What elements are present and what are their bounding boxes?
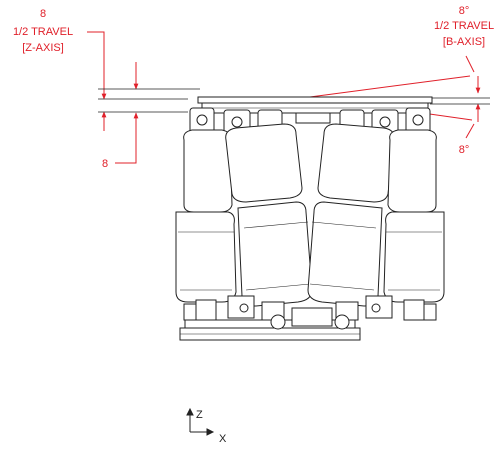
b-travel-labels: 8° 1/2 TRAVEL [B-AXIS] 8° — [434, 5, 494, 156]
strut-right-outer — [383, 129, 445, 321]
axis-indicator — [186, 407, 215, 436]
z-travel-labels: 8 1/2 TRAVEL [Z-AXIS] 8 — [13, 8, 108, 170]
b-travel-axis: [B-AXIS] — [443, 36, 485, 48]
z-travel-value: 8 — [40, 8, 46, 20]
x-axis-label: X — [219, 433, 227, 445]
b-travel-lower-value: 8° — [459, 144, 470, 156]
z-travel-title: 1/2 TRAVEL — [13, 26, 73, 38]
strut-right-inner — [307, 123, 395, 330]
base-plate — [179, 307, 361, 341]
b-leader-top — [465, 55, 475, 73]
z-travel-axis: [Z-AXIS] — [22, 42, 64, 54]
lower-joints — [183, 295, 437, 321]
strut-left-inner — [225, 123, 313, 330]
b-travel-value: 8° — [459, 5, 470, 17]
hexapod-body — [175, 96, 445, 341]
b-travel-title: 1/2 TRAVEL — [434, 20, 494, 32]
b-extension-lines — [430, 97, 490, 105]
b-angle-ray-top — [309, 75, 471, 98]
strut-left-outer — [175, 129, 237, 321]
z-travel-dimension — [87, 31, 139, 164]
z-extension-lines — [98, 88, 200, 113]
upper-joints — [189, 107, 431, 137]
z-leader-bottom — [115, 118, 137, 164]
z-axis-label: Z — [196, 409, 203, 421]
z-travel-lower-value: 8 — [102, 158, 108, 170]
b-leader-bottom — [465, 123, 475, 139]
z-leader-top — [87, 31, 105, 78]
